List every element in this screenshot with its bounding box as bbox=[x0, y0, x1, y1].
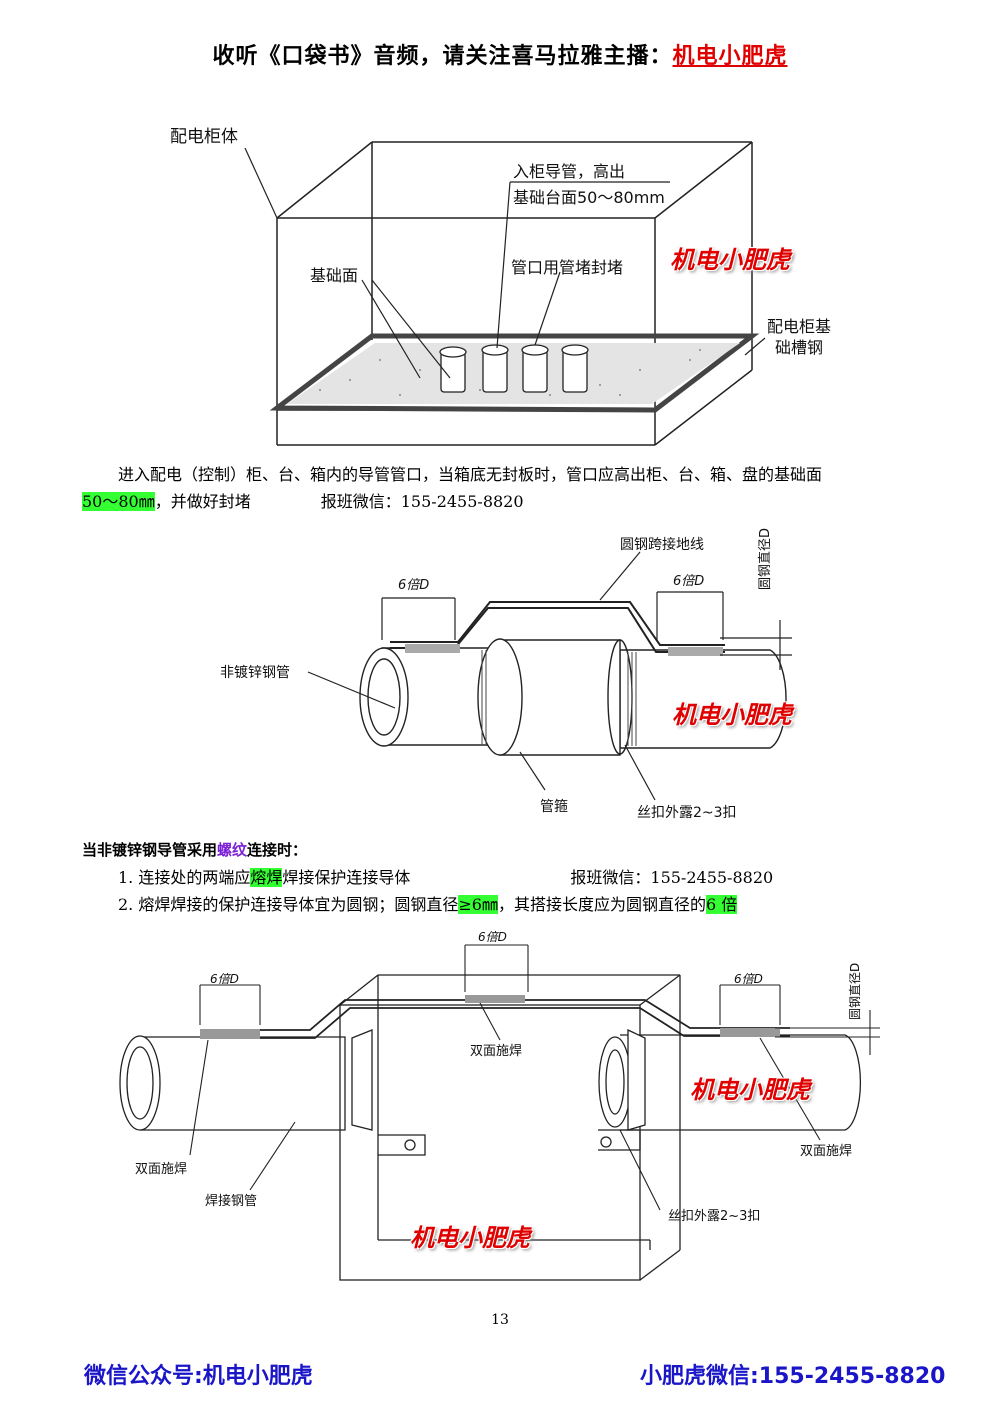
para2-title-c: 连接时： bbox=[247, 841, 308, 859]
para1-contact: 报班微信：155-2455-8820 bbox=[320, 492, 524, 511]
label-thread-fig3: 丝扣外露2~3扣 bbox=[668, 1209, 761, 1224]
para2-title-b: 螺纹 bbox=[217, 841, 248, 859]
label-diameter-fig2: 圆钢直径D bbox=[758, 527, 773, 590]
label-pipe-line2: 基础台面50～80mm bbox=[513, 188, 665, 207]
label-weld-pipe: 焊接钢管 bbox=[205, 1194, 258, 1209]
label-channel-line1: 配电柜基 bbox=[767, 317, 832, 336]
label-6d-left-fig2: 6倍D bbox=[398, 578, 430, 593]
watermark-fig3-a: 机电小肥虎 bbox=[690, 1076, 810, 1104]
para2-item2-b: ≥6㎜ bbox=[458, 895, 498, 914]
label-6d-right-fig3: 6倍D bbox=[734, 972, 763, 986]
para2-title: 当非镀锌钢导管采用螺纹连接时： bbox=[82, 836, 307, 865]
label-cabinet: 配电柜体 bbox=[170, 127, 238, 147]
para1-line2: 50～80㎜，并做好封堵 报班微信：155-2455-8820 bbox=[82, 487, 524, 516]
label-weld-left: 双面施焊 bbox=[135, 1162, 188, 1177]
para1-rest: ，并做好封堵 bbox=[154, 492, 251, 511]
label-channel-line2: 础槽钢 bbox=[775, 338, 824, 357]
label-thread-fig2: 丝扣外露2~3扣 bbox=[637, 805, 737, 821]
page-number: 13 bbox=[491, 1312, 509, 1328]
para2-item1: 1. 连接处的两端应熔焊焊接保护连接导体 报班微信：155-2455-8820 bbox=[118, 863, 773, 892]
label-6d-left-fig3: 6倍D bbox=[210, 972, 239, 986]
label-base-surface: 基础面 bbox=[310, 266, 359, 285]
para2-title-a: 当非镀锌钢导管采用 bbox=[82, 841, 218, 859]
para1-highlight: 50～80㎜ bbox=[82, 492, 155, 511]
label-weld-right: 双面施焊 bbox=[800, 1144, 853, 1159]
label-diameter-fig3: 圆钢直径D bbox=[848, 962, 862, 1020]
para2-item1-c: 焊接保护连接导体 bbox=[282, 868, 411, 887]
para1-line1: 进入配电（控制）柜、台、箱内的导管管口，当箱底无封板时，管口应高出柜、台、箱、盘… bbox=[118, 465, 823, 484]
watermark-fig1: 机电小肥虎 bbox=[670, 246, 790, 274]
label-pipe: 非镀锌钢管 bbox=[220, 665, 290, 681]
para2-item2: 2. 熔焊焊接的保护连接导体宜为圆钢；圆钢直径≥6㎜，其搭接长度应为圆钢直径的6… bbox=[118, 890, 738, 919]
para2-item1-a: 1. 连接处的两端应 bbox=[118, 868, 251, 887]
watermark-fig3-b: 机电小肥虎 bbox=[410, 1224, 530, 1252]
para2-item1-b: 熔焊 bbox=[250, 868, 283, 887]
para2-item2-d: 6 倍 bbox=[705, 895, 738, 914]
label-jumper: 圆钢跨接地线 bbox=[620, 537, 704, 553]
para2-item2-c: ，其搭接长度应为圆钢直径的 bbox=[497, 895, 706, 914]
label-pipe-line1: 入柜导管，高出 bbox=[513, 162, 626, 181]
label-6d-top-fig3: 6倍D bbox=[478, 930, 507, 944]
footer-left[interactable]: 微信公众号:机电小肥虎 bbox=[84, 1364, 313, 1389]
label-weld-center: 双面施焊 bbox=[470, 1044, 523, 1059]
label-6d-right-fig2: 6倍D bbox=[673, 574, 705, 589]
watermark-fig2: 机电小肥虎 bbox=[672, 701, 792, 729]
page-header: 收听《口袋书》音频，请关注喜马拉雅主播：机电小肥虎 bbox=[0, 38, 1000, 70]
footer-right[interactable]: 小肥虎微信:155-2455-8820 bbox=[640, 1364, 946, 1389]
header-prefix: 收听《口袋书》音频，请关注喜马拉雅主播： bbox=[212, 44, 673, 69]
para2-item2-a: 2. 熔焊焊接的保护连接导体宜为圆钢；圆钢直径 bbox=[118, 895, 459, 914]
header-anchor-name[interactable]: 机电小肥虎 bbox=[672, 44, 788, 69]
para2-item1-contact: 报班微信：155-2455-8820 bbox=[570, 868, 774, 887]
label-plug: 管口用管堵封堵 bbox=[511, 258, 624, 277]
label-coupling: 管箍 bbox=[540, 799, 568, 815]
